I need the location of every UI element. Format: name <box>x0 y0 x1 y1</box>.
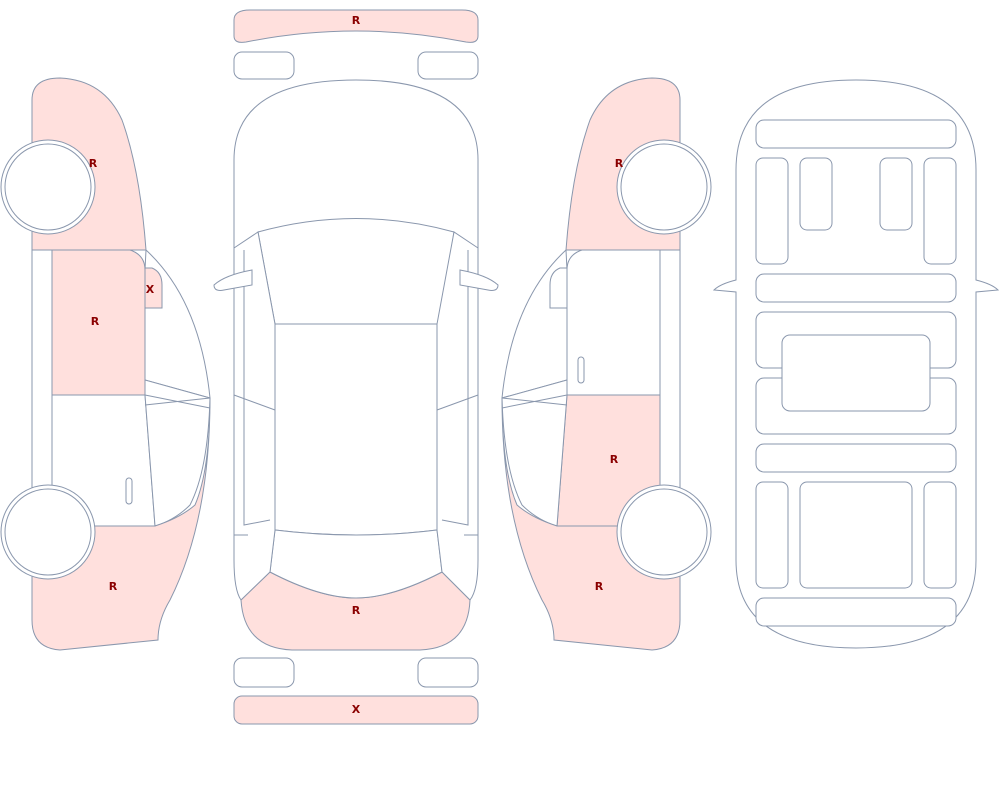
rear-sill[interactable] <box>755 597 957 627</box>
front-bumper[interactable] <box>233 9 479 43</box>
left-taillight[interactable] <box>233 657 295 688</box>
left-front-door[interactable] <box>51 249 146 396</box>
rear-window[interactable] <box>269 529 443 599</box>
dashboard[interactable] <box>755 119 957 149</box>
right-taillight[interactable] <box>417 657 479 688</box>
right-side-view: R R R <box>501 77 712 651</box>
front-floor-strip[interactable] <box>755 273 957 303</box>
right-front-door[interactable] <box>566 249 661 396</box>
left-rear-quarter[interactable] <box>31 397 211 651</box>
left-front-seat-side[interactable] <box>755 157 789 265</box>
center-console[interactable] <box>781 334 931 412</box>
right-front-seat-side[interactable] <box>923 157 957 265</box>
left-front-fender-mark: R <box>89 157 98 170</box>
right-front-fender-mark: R <box>615 157 624 170</box>
top-left-mirror[interactable] <box>213 269 253 291</box>
rear-bumper-mark: X <box>352 703 361 716</box>
top-view: R R X <box>213 9 499 725</box>
right-mirror[interactable] <box>549 267 568 309</box>
left-mirror[interactable] <box>144 267 163 309</box>
roof[interactable] <box>274 323 438 536</box>
right-door-handle[interactable] <box>577 356 585 384</box>
right-headlight[interactable] <box>417 51 479 80</box>
left-headlight[interactable] <box>233 51 295 80</box>
passenger-seat[interactable] <box>879 157 913 231</box>
rear-hatch-mark: R <box>352 604 361 617</box>
left-rear-quarter-mark: R <box>109 580 118 593</box>
right-rear-door-mark: R <box>610 453 619 466</box>
front-bumper-mark: R <box>352 14 361 27</box>
top-right-mirror[interactable] <box>459 269 499 291</box>
left-front-door-mark: R <box>91 315 100 328</box>
cargo-area[interactable] <box>799 481 913 589</box>
interior-view <box>712 79 1000 649</box>
right-rear-quarter[interactable] <box>501 397 681 651</box>
rear-right-trim[interactable] <box>923 481 957 589</box>
left-door-handle[interactable] <box>125 477 133 505</box>
rear-left-trim[interactable] <box>755 481 789 589</box>
driver-seat[interactable] <box>799 157 833 231</box>
left-mirror-mark: X <box>146 283 155 296</box>
windshield[interactable] <box>257 218 455 325</box>
right-rear-quarter-mark: R <box>595 580 604 593</box>
left-side-view: R R X R <box>0 77 211 651</box>
rear-bumper[interactable] <box>233 695 479 725</box>
rear-floor-strip[interactable] <box>755 443 957 473</box>
